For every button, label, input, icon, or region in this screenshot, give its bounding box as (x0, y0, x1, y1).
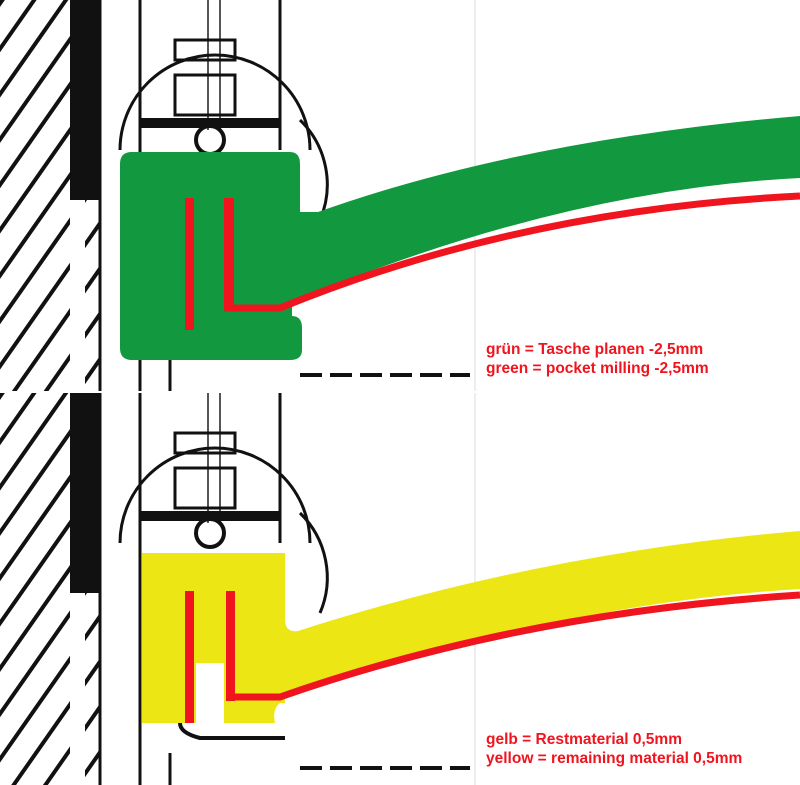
slot-contour (226, 591, 235, 701)
remaining-material-region (142, 531, 800, 723)
contour-line (226, 591, 800, 701)
legend-remaining-material: gelb = Restmaterial 0,5mm yellow = remai… (486, 730, 742, 768)
contour-line (224, 192, 800, 312)
legend-pocket-milling: grün = Tasche planen -2,5mm green = pock… (486, 340, 709, 378)
legend-line-german: grün = Tasche planen -2,5mm (486, 341, 704, 358)
legend-line-german: gelb = Restmaterial 0,5mm (486, 731, 682, 748)
panel-pocket-milling (0, 0, 800, 394)
slot-contour (224, 198, 234, 310)
slot-web (194, 198, 224, 330)
slot-contour (185, 198, 194, 330)
slot-gap (196, 663, 224, 725)
legend-line-english: yellow = remaining material 0,5mm (486, 750, 743, 767)
panel-remaining-material (0, 391, 800, 785)
legend-line-english: green = pocket milling -2,5mm (486, 360, 709, 377)
pocket-milling-region (120, 116, 800, 360)
slot-contour (185, 591, 194, 723)
